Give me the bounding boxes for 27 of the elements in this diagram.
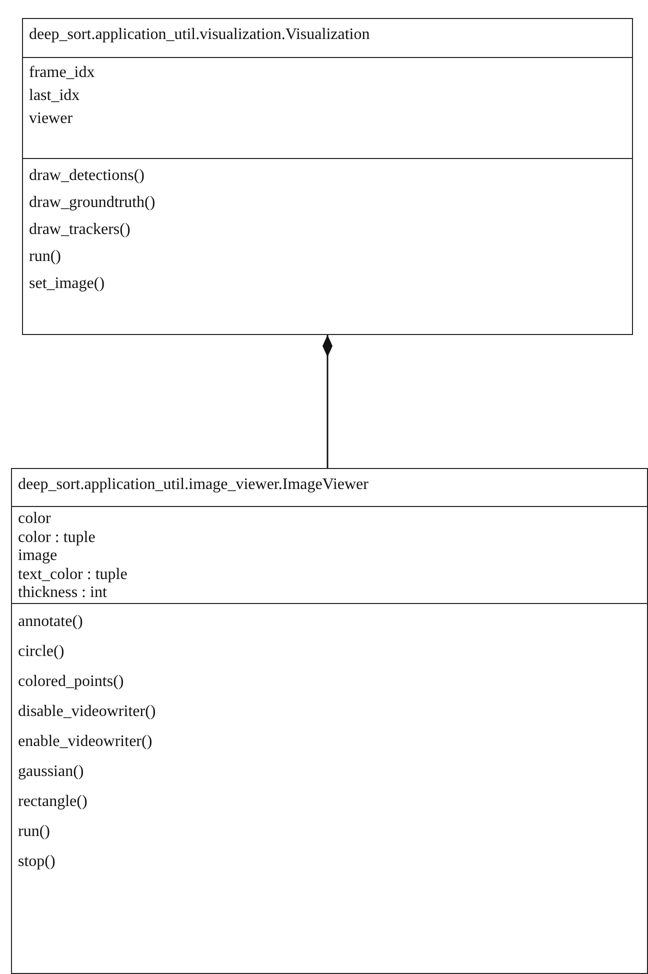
method-name: circle(): [18, 642, 64, 662]
attribute-name: color: [18, 510, 51, 528]
attribute-name: text_color : tuple: [18, 566, 128, 584]
method-name: draw_groundtruth(): [29, 193, 156, 213]
class-name: deep_sort.application_util.image_viewer.ImageViewer: [18, 476, 368, 494]
class-box: [11, 468, 648, 974]
class-name: deep_sort.application_util.visualization.Visualization: [29, 26, 370, 44]
method-name: draw_detections(): [29, 166, 145, 186]
attribute-name: color : tuple: [18, 528, 96, 547]
class-box: [22, 18, 633, 335]
method-name: disable_videowriter(): [18, 702, 156, 722]
attribute-name: viewer: [29, 109, 73, 129]
composition-line: [322, 335, 332, 468]
method-name: rectangle(): [18, 792, 88, 812]
method-name: enable_videowriter(): [18, 732, 152, 752]
attribute-name: thickness : int: [18, 584, 107, 602]
attribute-name: last_idx: [29, 86, 80, 106]
method-name: draw_trackers(): [29, 220, 130, 240]
attribute-name: image: [18, 547, 58, 566]
method-name: stop(): [18, 852, 56, 872]
method-name: set_image(): [29, 274, 105, 294]
method-name: run(): [29, 247, 61, 267]
method-name: run(): [18, 822, 50, 842]
method-name: gaussian(): [18, 762, 84, 782]
attribute-name: frame_idx: [29, 63, 95, 83]
method-name: annotate(): [18, 612, 83, 632]
method-name: colored_points(): [18, 672, 124, 692]
